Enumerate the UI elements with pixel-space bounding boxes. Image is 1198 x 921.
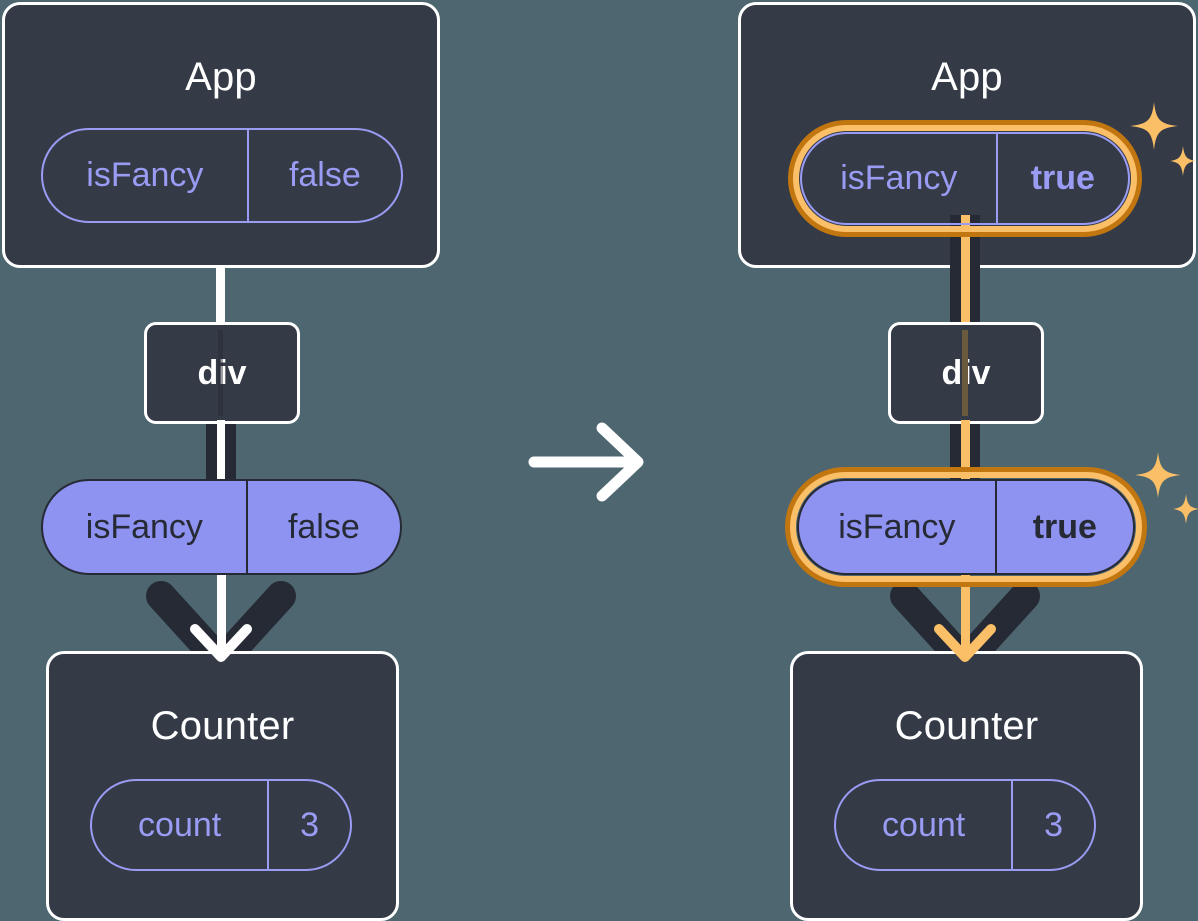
- counter-arrowhead-after: [934, 624, 996, 662]
- props-pill-value-after: true: [994, 481, 1133, 573]
- app-state-pill-value-after: true: [995, 134, 1128, 223]
- props-pill-label-after: isFancy: [838, 507, 956, 546]
- counter-state-pill-before[interactable]: count 3: [90, 779, 352, 871]
- counter-title-after: Counter: [894, 704, 1039, 748]
- app-state-pill-label-after: isFancy: [840, 159, 958, 197]
- transition-right-arrow-icon: [528, 422, 644, 502]
- connector-app-to-div-before: [216, 262, 225, 328]
- app-state-pill-after[interactable]: isFancy true: [800, 132, 1130, 225]
- sparkle-icon-props-after: [1135, 452, 1198, 524]
- app-state-pill-before[interactable]: isFancy false: [41, 128, 403, 223]
- app-title-after: App: [931, 55, 1003, 99]
- connector-through-div-before: [218, 330, 223, 416]
- app-title-before: App: [185, 55, 257, 99]
- props-pill-label-before: isFancy: [85, 507, 203, 546]
- props-pill-after[interactable]: isFancy true: [797, 479, 1135, 575]
- counter-state-pill-label-after: count: [882, 805, 966, 844]
- app-state-pill-label-before: isFancy: [86, 156, 204, 194]
- app-state-pill-value-before: false: [246, 130, 401, 221]
- counter-arrowhead-before: [190, 624, 252, 662]
- counter-state-pill-label-before: count: [138, 805, 222, 844]
- connector-div-to-counter-core-before: [217, 560, 226, 652]
- connector-through-div-after: [962, 330, 968, 416]
- connector-div-to-props-core-before: [217, 420, 225, 488]
- props-pill-value-before: false: [245, 481, 400, 573]
- sparkle-icon-app-after: [1130, 102, 1196, 176]
- connector-inside-app-core-after: [961, 215, 970, 270]
- props-pill-before[interactable]: isFancy false: [41, 479, 402, 575]
- connector-div-to-counter-core-after: [961, 560, 970, 652]
- connector-app-to-div-core-after: [961, 262, 970, 328]
- counter-state-pill-value-before: 3: [267, 781, 350, 869]
- counter-state-pill-after[interactable]: count 3: [834, 779, 1096, 871]
- counter-state-pill-value-after: 3: [1011, 781, 1094, 869]
- div-box-label-before: div: [197, 353, 247, 392]
- counter-title-before: Counter: [150, 704, 295, 748]
- connector-div-to-props-core-after: [961, 420, 970, 488]
